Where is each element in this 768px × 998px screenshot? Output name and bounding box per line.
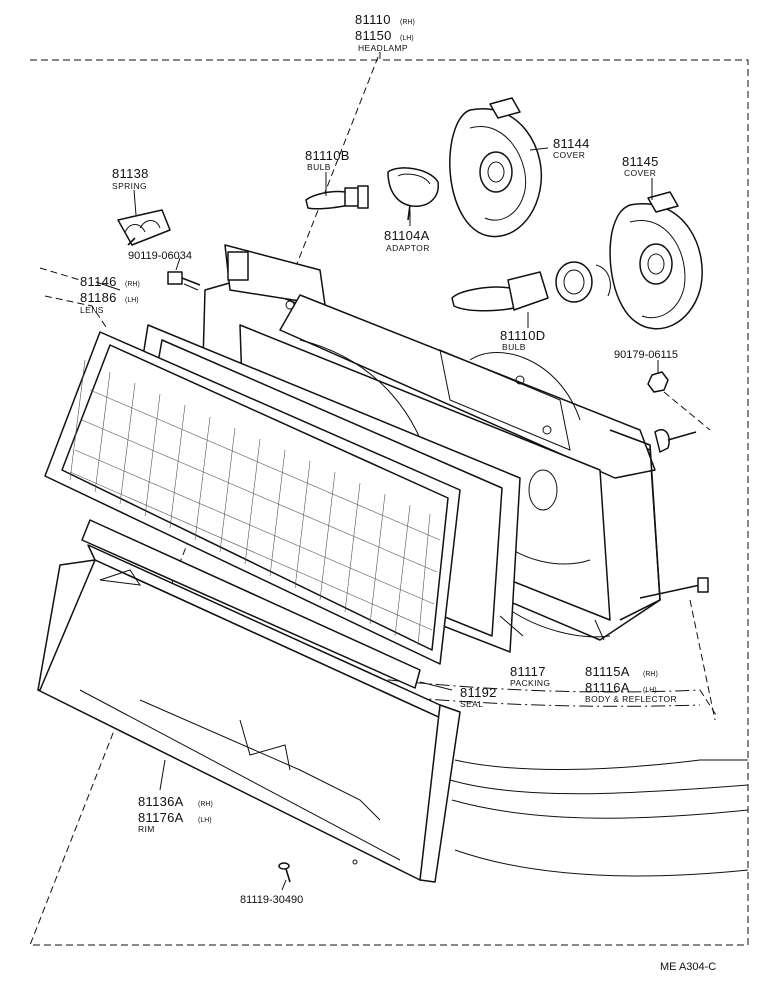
- assembly-name: HEADLAMP: [358, 43, 408, 53]
- leader-lines: [39, 147, 719, 891]
- packing-name: PACKING: [510, 678, 550, 688]
- assembly-lh-number: 81150: [355, 28, 392, 43]
- lens: [44, 331, 461, 665]
- adaptor: [387, 167, 439, 221]
- rim-name: RIM: [138, 824, 155, 834]
- bulb-b-number: 81110B: [305, 148, 350, 163]
- adaptor-name: ADAPTOR: [386, 243, 430, 253]
- callout-lens: 81146 (RH) 81186 (LH) LENS: [80, 274, 140, 315]
- callout-seal: 81192 SEAL: [460, 685, 497, 709]
- spring-number: 81138: [112, 166, 149, 181]
- callout-body-reflector: 81115A (RH) 81116A (LH) BODY & REFLECTOR: [585, 664, 677, 704]
- bulb-d-number: 81110D: [500, 328, 545, 343]
- callout-rim: 81136A (RH) 81176A (LH) RIM: [138, 794, 213, 834]
- screw-number: 81119-30490: [240, 894, 303, 906]
- seal-name: SEAL: [460, 699, 483, 709]
- cover-81144-name: COVER: [553, 150, 585, 160]
- callout-screw: 81119-30490: [240, 894, 303, 906]
- assembly-rh-number: 81110: [355, 12, 391, 27]
- spring-clip: [117, 209, 171, 246]
- body-lh-suffix: (LH): [643, 687, 657, 694]
- assembly-boundary: [29, 51, 749, 946]
- callout-cover-81145: 81145 COVER: [622, 154, 659, 178]
- figure-reference: ME A304-C: [660, 961, 716, 973]
- nut-number: 90179-06115: [614, 349, 678, 361]
- lens-lh-number: 81186: [80, 290, 117, 305]
- cover-81144-number: 81144: [553, 136, 590, 151]
- body-rh-suffix: (RH): [643, 671, 658, 678]
- body-rh-number: 81115A: [585, 664, 630, 679]
- assembly-title: 81110 (RH) 81150 (LH) HEADLAMP: [355, 12, 415, 53]
- rim-lh-number: 81176A: [138, 810, 184, 825]
- cover-81145-name: COVER: [624, 168, 656, 178]
- assembly-rh-suffix: (RH): [400, 19, 415, 26]
- callout-spring: 81138 SPRING: [112, 166, 149, 191]
- seal-strip: [81, 519, 421, 689]
- callout-bulb-b: 81110B BULB: [305, 148, 350, 172]
- callout-packing: 81117 PACKING: [510, 664, 550, 688]
- rim-rh-number: 81136A: [138, 794, 184, 809]
- rim-screw: [278, 862, 291, 883]
- rim-lh-suffix: (LH): [198, 817, 212, 824]
- spring-name: SPRING: [112, 181, 147, 191]
- cover-81145-number: 81145: [622, 154, 659, 169]
- packing-number: 81117: [510, 664, 546, 679]
- nut: [647, 371, 669, 393]
- lens-rh-suffix: (RH): [125, 281, 140, 288]
- seal-number: 81192: [460, 685, 497, 700]
- callout-adaptor: 81104A ADAPTOR: [384, 228, 430, 253]
- mounting-bolt: [167, 271, 201, 291]
- lens-name: LENS: [80, 305, 104, 315]
- lens-pattern: [69, 359, 441, 646]
- lens-rh-number: 81146: [80, 274, 117, 289]
- body-name: BODY & REFLECTOR: [585, 694, 677, 704]
- cover-81144: [449, 97, 542, 238]
- bulb-d: [451, 261, 611, 312]
- callout-nut: 90179-06115: [614, 349, 678, 361]
- callout-cover-81144: 81144 COVER: [553, 136, 590, 160]
- bolt-number: 90119-06034: [128, 250, 192, 262]
- cover-81145: [609, 191, 703, 330]
- bulb-d-name: BULB: [502, 342, 526, 352]
- callout-bolt: 90119-06034: [128, 250, 192, 262]
- body-lh-number: 81116A: [585, 680, 630, 695]
- rim-rh-suffix: (RH): [198, 801, 213, 808]
- lens-lh-suffix: (LH): [125, 297, 139, 304]
- bulb-b-name: BULB: [307, 162, 331, 172]
- bulb-b: [305, 185, 369, 210]
- rim: [37, 544, 461, 883]
- adaptor-number: 81104A: [384, 228, 430, 243]
- callout-bulb-d: 81110D BULB: [500, 328, 545, 352]
- assembly-lh-suffix: (LH): [400, 35, 414, 42]
